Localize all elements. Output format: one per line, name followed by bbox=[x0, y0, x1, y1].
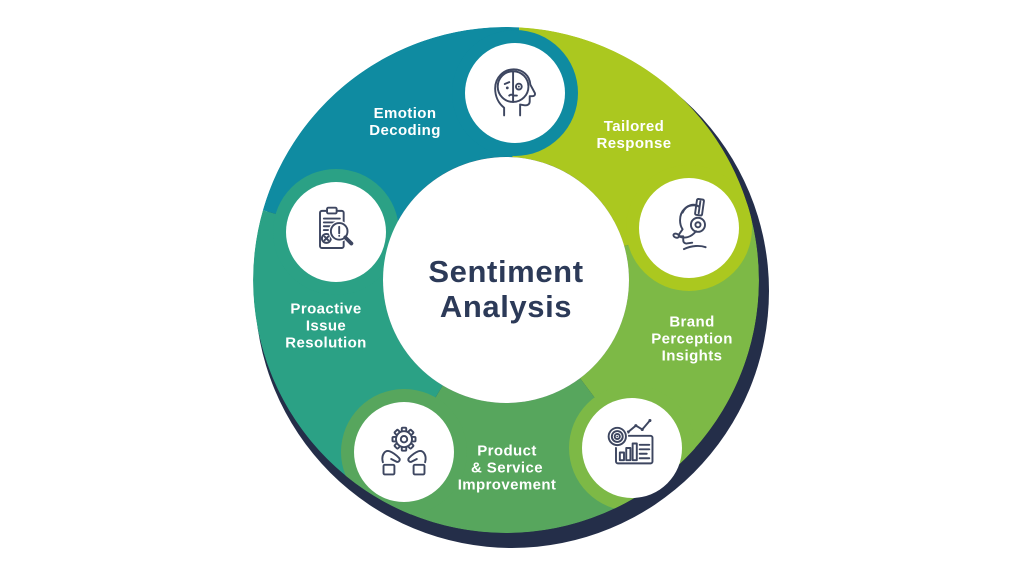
label-line: Decoding bbox=[369, 122, 441, 139]
emotion-decoding-icon bbox=[494, 68, 536, 117]
icon-circle-product bbox=[354, 402, 454, 502]
segment-label-brand-perception-insights: Brand Perception Insights bbox=[651, 314, 733, 365]
analytics-board-icon bbox=[606, 418, 654, 465]
label-line: Product bbox=[477, 442, 537, 460]
label-line: Insights bbox=[661, 347, 723, 365]
clipboard-magnifier-icon bbox=[319, 206, 354, 249]
label-line: & Service bbox=[471, 459, 543, 477]
label-line: Resolution bbox=[285, 334, 367, 352]
label-line: Improvement bbox=[457, 476, 557, 494]
icon-circle-tailored bbox=[639, 178, 739, 278]
title-line: Analysis bbox=[439, 289, 573, 324]
title-line: Sentiment bbox=[428, 254, 584, 289]
diagram-center-title: Sentiment Analysis bbox=[428, 254, 583, 324]
headset-agent-icon bbox=[672, 198, 707, 251]
segment-label-emotion-decoding: Emotion Decoding bbox=[369, 105, 441, 139]
segment-label-product-service-improvement: Product & Service Improvement bbox=[458, 443, 557, 494]
center-circle bbox=[383, 157, 629, 403]
segment-label-tailored-response: Tailored Response bbox=[597, 118, 672, 152]
label-line: Issue bbox=[305, 317, 347, 335]
label-line: Proactive bbox=[290, 300, 362, 318]
segment-label-proactive-issue-resolution: Proactive Issue Resolution bbox=[285, 301, 367, 352]
hands-gear-icon bbox=[381, 426, 427, 476]
label-line: Emotion bbox=[373, 105, 437, 122]
label-line: Tailored bbox=[603, 118, 665, 135]
label-line: Perception bbox=[651, 330, 733, 348]
label-line: Response bbox=[596, 135, 672, 152]
label-line: Brand bbox=[669, 313, 715, 331]
